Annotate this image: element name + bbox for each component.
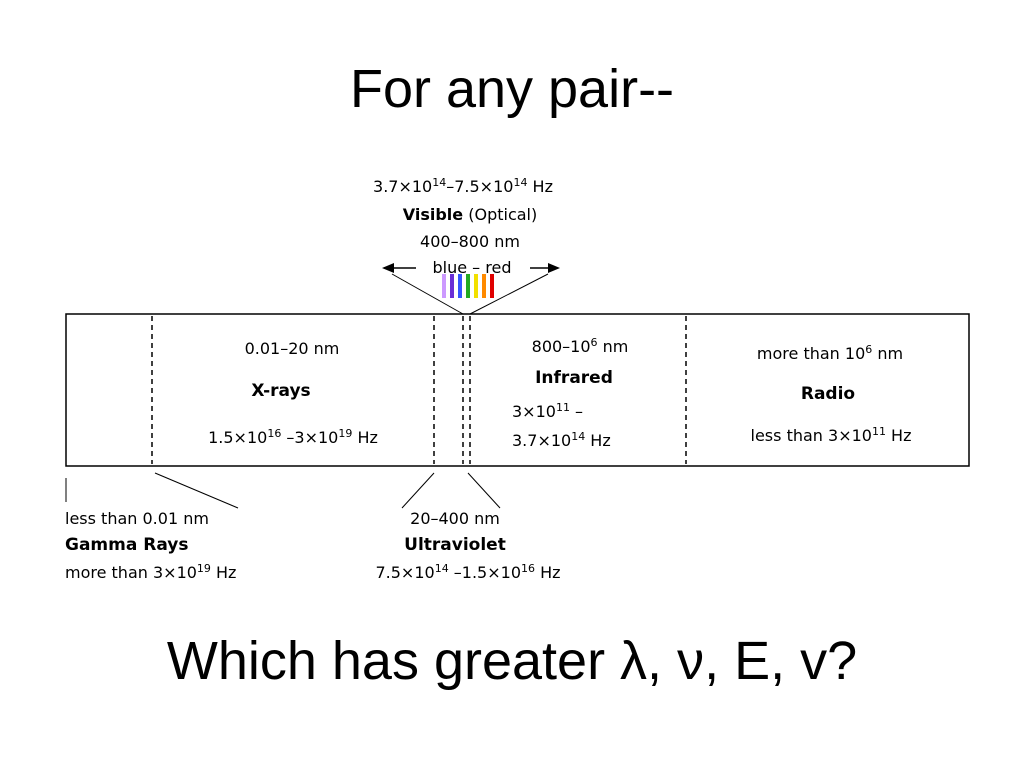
visible-color-range: blue – red (433, 258, 512, 277)
xrays-frequency: 1.5×1016 –3×1019 Hz (208, 427, 378, 447)
region-dividers (151, 316, 687, 464)
question-text: Which has greater λ, ν, E, v? (166, 631, 858, 691)
visible-frequency: 3.7×1014–7.5×1014 Hz (373, 176, 553, 196)
uv-wavelength: 20–400 nm (410, 509, 500, 528)
slide-title: For any pair-- (349, 59, 675, 119)
gamma-wavelength: less than 0.01 nm (65, 509, 209, 528)
color-bar (458, 274, 462, 298)
infrared-frequency-high: 3.7×1014 Hz (512, 430, 611, 450)
color-bar (490, 274, 494, 298)
infrared-wavelength: 800–106 nm (532, 336, 629, 356)
radio-frequency: less than 3×1011 Hz (751, 425, 912, 445)
radio-name: Radio (801, 384, 855, 404)
leader-lines (65, 472, 501, 509)
uv-leader-right (467, 472, 501, 509)
uv-frequency: 7.5×1014 –1.5×1016 Hz (375, 562, 560, 582)
color-bar (466, 274, 470, 298)
color-bar (474, 274, 478, 298)
uv-leader-left (401, 472, 435, 509)
spectrum-box (65, 313, 970, 467)
color-bar (482, 274, 486, 298)
infrared-frequency-low: 3×1011 – (512, 401, 583, 421)
xrays-name: X-rays (251, 381, 310, 401)
radio-wavelength: more than 106 nm (757, 343, 903, 363)
gamma-name: Gamma Rays (65, 535, 188, 555)
color-bar (442, 274, 446, 298)
visible-wavelength: 400–800 nm (420, 232, 520, 251)
visible-callout-lines (391, 273, 549, 315)
right-arrowhead-icon (548, 263, 560, 273)
visible-arrow (382, 263, 560, 273)
visible-color-bars (442, 274, 494, 298)
xray-leader (154, 472, 239, 509)
left-arrowhead-icon (382, 263, 394, 273)
xrays-wavelength: 0.01–20 nm (245, 339, 340, 358)
visible-name: Visible (Optical) (403, 205, 537, 224)
gamma-frequency: more than 3×1019 Hz (65, 562, 236, 582)
infrared-name: Infrared (535, 368, 613, 388)
uv-name: Ultraviolet (404, 535, 506, 555)
color-bar (450, 274, 454, 298)
